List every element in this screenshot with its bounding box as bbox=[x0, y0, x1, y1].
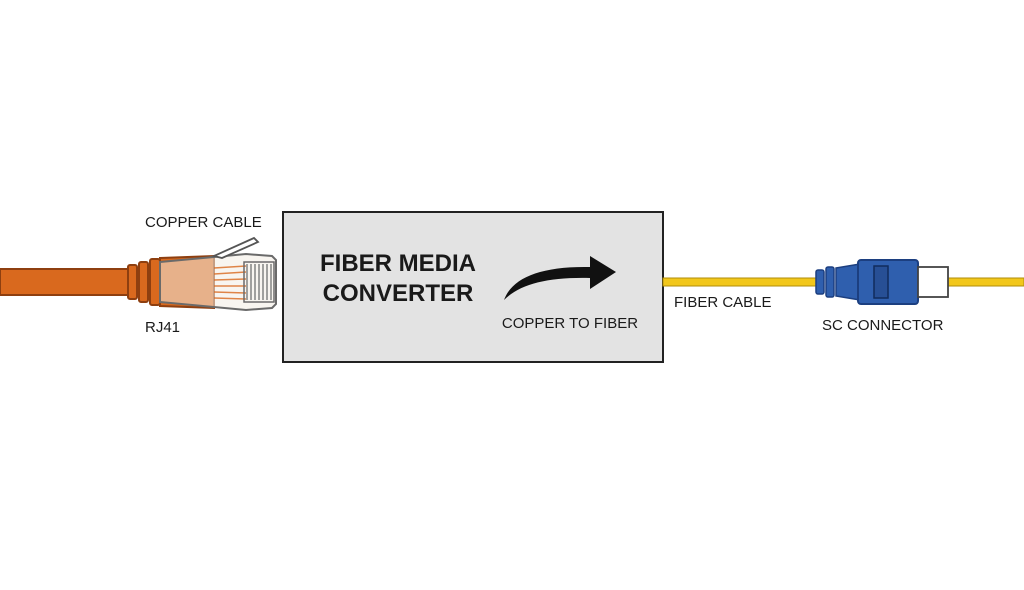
direction-arrow-icon bbox=[504, 256, 616, 300]
sc-connector-label: SC CONNECTOR bbox=[822, 317, 944, 334]
contact-housing bbox=[243, 261, 275, 303]
sc-ferrule bbox=[917, 266, 949, 298]
fiber-cable-segment-right bbox=[947, 277, 1024, 287]
boot-rib bbox=[127, 264, 138, 300]
copper-cable bbox=[0, 268, 133, 296]
sc-boot-rib bbox=[825, 266, 835, 298]
media-converter-box: FIBER MEDIA CONVERTER COPPER TO FIBER bbox=[282, 211, 664, 363]
internal-wires bbox=[213, 265, 247, 300]
copper-cable-wire bbox=[0, 268, 133, 296]
converter-housing bbox=[282, 211, 664, 363]
rj41-label: RJ41 bbox=[145, 319, 180, 336]
rj41-connector bbox=[127, 236, 277, 312]
sc-boot-rib bbox=[815, 269, 825, 295]
sc-boot bbox=[835, 263, 861, 301]
converter-title-line1: FIBER MEDIA bbox=[320, 250, 476, 277]
boot-rib bbox=[138, 261, 149, 303]
converter-title-line2: CONVERTER bbox=[323, 280, 474, 307]
boot-rib bbox=[149, 258, 161, 306]
fiber-cable-segment-left bbox=[662, 277, 824, 287]
direction-label: COPPER TO FIBER bbox=[502, 315, 638, 332]
copper-cable-label: COPPER CABLE bbox=[145, 214, 262, 231]
plug-contacts bbox=[246, 264, 272, 300]
plug-latch bbox=[211, 236, 260, 259]
sc-connector bbox=[815, 259, 949, 305]
fiber-cable-label: FIBER CABLE bbox=[674, 294, 772, 311]
sc-latch-window bbox=[873, 265, 889, 299]
